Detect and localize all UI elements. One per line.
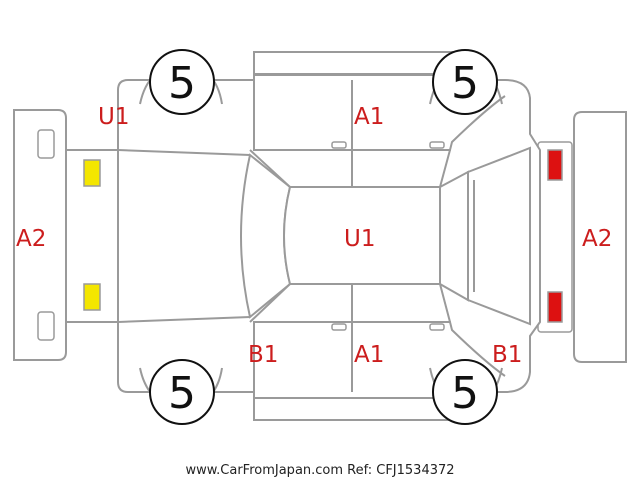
tire-front-left: 5 — [149, 49, 215, 115]
tire-rear-left: 5 — [432, 49, 498, 115]
headlamps — [83, 159, 101, 311]
rear-bumper — [537, 111, 627, 363]
tire-front-left-grade: 5 — [168, 58, 196, 109]
rear-lamp-bottom — [547, 291, 563, 323]
tire-front-right-grade: 5 — [168, 368, 196, 419]
tire-rear-left-grade: 5 — [451, 58, 479, 109]
label-right-doors: A1 — [354, 342, 384, 368]
rear-lamp-top — [547, 149, 563, 181]
label-roof: U1 — [344, 226, 375, 252]
label-front-left-fender: U1 — [98, 104, 129, 130]
footer-reference: www.CarFromJapan.com Ref: CFJ1534372 — [185, 463, 454, 478]
tire-front-right: 5 — [149, 359, 215, 425]
tire-rear-right-grade: 5 — [451, 368, 479, 419]
front-bumper — [13, 109, 67, 361]
label-rear-bumper: A2 — [582, 226, 612, 252]
taillamps — [547, 149, 563, 323]
label-front-bumper: A2 — [16, 226, 46, 252]
label-front-right-fender: B1 — [248, 342, 278, 368]
car-body — [65, 51, 541, 421]
front-lamp-bottom — [83, 283, 101, 311]
label-left-doors: A1 — [354, 104, 384, 130]
label-rear-right-quarter: B1 — [492, 342, 522, 368]
front-lamp-top — [83, 159, 101, 187]
tire-rear-right: 5 — [432, 359, 498, 425]
